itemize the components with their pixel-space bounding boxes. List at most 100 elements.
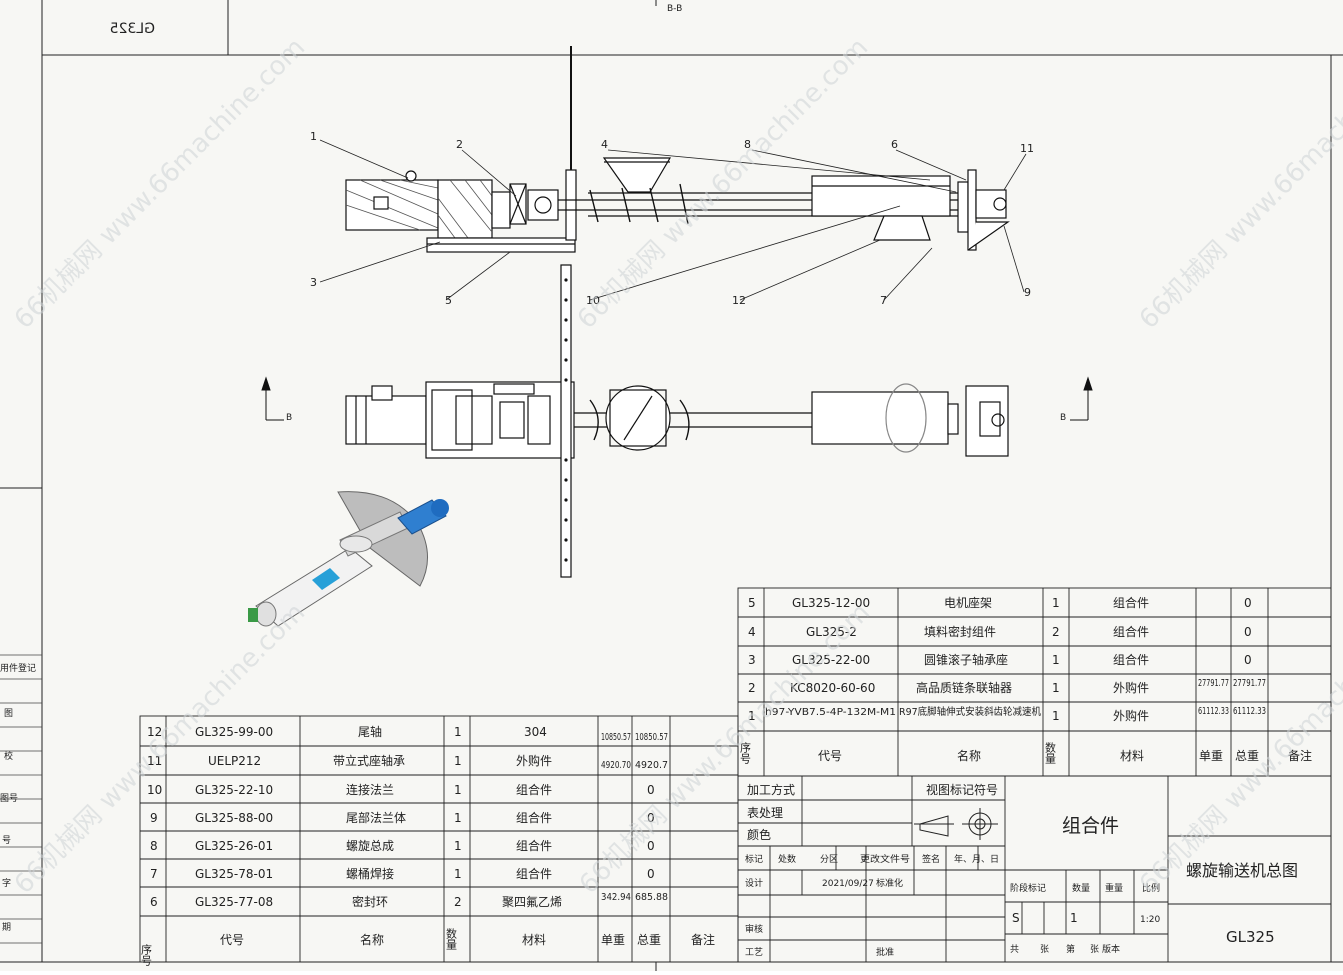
- table-row-8-total-weight: 0: [647, 839, 655, 853]
- stage-value: S: [1012, 911, 1020, 925]
- bom-left-header: 序号 代号 名称 数量 材料 单重 总重 备注: [140, 928, 716, 967]
- label-color: 颜色: [747, 827, 771, 842]
- header-right-unit-weight: 单重: [1199, 749, 1223, 763]
- table-row-6-name: 密封环: [352, 894, 388, 909]
- label-design: 设计: [745, 877, 763, 889]
- sheet-info-total: 共: [1010, 944, 1019, 955]
- table-row-4-qty: 2: [1052, 625, 1060, 639]
- table-row-9-code: GL325-88-00: [195, 811, 273, 825]
- table-row-8-code: GL325-26-01: [195, 839, 273, 853]
- balloon-9: 9: [1024, 286, 1031, 299]
- balloon-5: 5: [445, 294, 452, 307]
- bom-left-rows: 12 GL325-99-00 尾轴 1 304 10850.57 10850.5…: [147, 724, 668, 909]
- table-row-4-material: 组合件: [1113, 624, 1149, 639]
- watermark: 66机械网 www.66machine.com: [9, 33, 311, 335]
- table-row-12-unit-weight: 10850.57: [601, 732, 631, 743]
- table-row-5-code: GL325-12-00: [792, 596, 870, 610]
- balloon-10: 10: [586, 294, 600, 307]
- sign-row-signature: 签名: [922, 853, 940, 865]
- table-row-11-unit-weight: 4920.70: [601, 760, 631, 771]
- section-marker-right: B: [1060, 413, 1066, 423]
- table-row-6-seq: 6: [150, 895, 158, 909]
- table-row-12-total-weight: 10850.57: [635, 732, 668, 743]
- table-row-9-qty: 1: [454, 811, 462, 825]
- balloon-3: 3: [310, 276, 317, 289]
- table-row-1-unit-weight: 61112.33: [1198, 706, 1229, 717]
- table-row-12-total-weight: 10850.57: [635, 732, 668, 743]
- section-title-label: B-B: [667, 4, 682, 14]
- plate-holes: [564, 278, 568, 562]
- table-row-11-total-weight: 4920.7: [635, 760, 668, 771]
- table-row-8-name: 螺旋总成: [346, 839, 394, 853]
- table-row-1-name: R97底脚轴伸式安装斜齿轮减速机: [899, 705, 1041, 718]
- table-row-4-total-weight: 0: [1244, 625, 1252, 639]
- table-row-7-qty: 1: [454, 867, 462, 881]
- sign-row-change-doc: 更改文件号: [860, 853, 910, 865]
- header-total-weight: 总重: [637, 933, 661, 947]
- table-row-11-qty: 1: [454, 754, 462, 768]
- table-row-5-material: 组合件: [1113, 595, 1149, 610]
- table-row-7-name: 螺桶焊接: [346, 866, 394, 881]
- table-row-10-material: 组合件: [516, 782, 552, 797]
- label-processing: 加工方式: [747, 782, 795, 797]
- table-row-1-name: R97底脚轴伸式安装斜齿轮减速机: [899, 705, 1041, 718]
- header-code: 代号: [220, 933, 244, 947]
- table-row-4-name: 填料密封组件: [924, 624, 996, 639]
- mirrored-drawing-code: GL325: [110, 21, 155, 37]
- table-row-1-total-weight: 61112.33: [1233, 706, 1266, 717]
- table-row-1-total-weight: 61112.33: [1233, 706, 1266, 717]
- table-row-7-code: GL325-78-01: [195, 867, 273, 881]
- table-row-6-total-weight: 685.88: [635, 892, 668, 903]
- table-row-5-seq: 5: [748, 596, 756, 610]
- table-row-8-seq: 8: [150, 839, 158, 853]
- table-row-3-code: GL325-22-00: [792, 653, 870, 667]
- left-revision-strip: [0, 654, 42, 944]
- section-markers: [261, 376, 1093, 421]
- table-row-6-total-weight: 685.88: [635, 892, 668, 903]
- balloon-8: 8: [744, 138, 751, 151]
- header-right-qty: 数量: [1044, 742, 1057, 764]
- table-row-10-name: 连接法兰: [346, 782, 394, 797]
- table-row-7-total-weight: 0: [647, 867, 655, 881]
- table-row-4-seq: 4: [748, 625, 756, 639]
- sheet-info-of: 第: [1066, 943, 1075, 955]
- bom-right-rows: 5 GL325-12-00 电机座架 1 组合件 0 4 GL325-2 填料密…: [748, 595, 1266, 723]
- table-row-10-total-weight: 0: [647, 783, 655, 797]
- sign-row-zone: 分区: [820, 854, 838, 865]
- balloon-11: 11: [1020, 142, 1034, 155]
- table-row-2-seq: 2: [748, 681, 756, 695]
- isometric-view: [248, 491, 449, 627]
- strip-label-drawing: 图: [4, 708, 13, 719]
- sign-row-change-doc: 更改文件号: [860, 853, 910, 865]
- table-row-10-seq: 10: [147, 783, 162, 797]
- title-block-text: 加工方式 表处理 颜色 视图标记符号 组合件 螺旋输送机总图 GL325 标记 …: [745, 782, 1298, 958]
- table-row-6-material: 聚四氟乙烯: [502, 895, 562, 909]
- title-block-grid: [737, 775, 1332, 963]
- table-row-2-unit-weight: 27791.77: [1198, 678, 1229, 689]
- sheet-info-sheets: 张: [1040, 944, 1049, 955]
- header-seq: 序号: [140, 943, 153, 967]
- stage-header-weight: 重量: [1105, 882, 1123, 894]
- assembly-type: 组合件: [1062, 815, 1119, 837]
- stage-header-qty: 数量: [1072, 882, 1090, 894]
- header-right-material: 材料: [1120, 749, 1144, 763]
- table-row-3-total-weight: 0: [1244, 653, 1252, 667]
- table-row-3-seq: 3: [748, 653, 756, 667]
- table-row-3-qty: 1: [1052, 653, 1060, 667]
- table-row-1-code: h97-YVB7.5-4P-132M-M1: [765, 707, 896, 718]
- header-right-code: 代号: [818, 749, 842, 763]
- drawing-title: 螺旋输送机总图: [1186, 861, 1298, 880]
- scale-value: 1:20: [1140, 915, 1160, 925]
- table-row-2-material: 外购件: [1113, 680, 1149, 695]
- table-row-1-qty: 1: [1052, 709, 1060, 723]
- table-row-7-material: 组合件: [516, 866, 552, 881]
- balloon-6: 6: [891, 138, 898, 151]
- header-remark: 备注: [691, 932, 715, 947]
- sign-row-mark: 标记: [745, 853, 763, 865]
- table-row-6-unit-weight: 342.94: [601, 892, 631, 903]
- table-row-12-name: 尾轴: [358, 724, 382, 739]
- watermark: 66机械网 www.66machine.com: [9, 598, 311, 900]
- table-row-12-qty: 1: [454, 725, 462, 739]
- strip-label-date: 期: [2, 922, 11, 933]
